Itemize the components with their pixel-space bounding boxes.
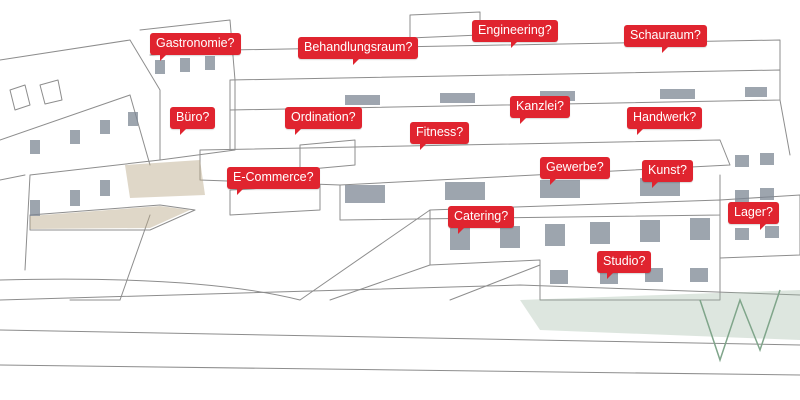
label-engineering: Engineering? [472, 20, 558, 47]
label-buero: Büro? [170, 107, 216, 134]
label-ordination: Ordination? [285, 107, 362, 134]
label-catering: Catering? [448, 206, 515, 233]
label-handwerk: Handwerk? [627, 107, 703, 134]
label-kanzlei: Kanzlei? [510, 96, 570, 123]
label-gastronomie: Gastronomie? [150, 33, 241, 60]
label-behandlungsraum: Behandlungsraum? [298, 37, 419, 64]
label-kunst: Kunst? [642, 160, 693, 187]
label-fitness: Fitness? [410, 122, 470, 149]
label-gewerbe: Gewerbe? [540, 157, 610, 184]
label-lager: Lager? [728, 202, 779, 229]
label-studio: Studio? [597, 251, 652, 278]
label-schauraum: Schauraum? [624, 25, 707, 52]
label-ecommerce: E-Commerce? [227, 167, 320, 194]
